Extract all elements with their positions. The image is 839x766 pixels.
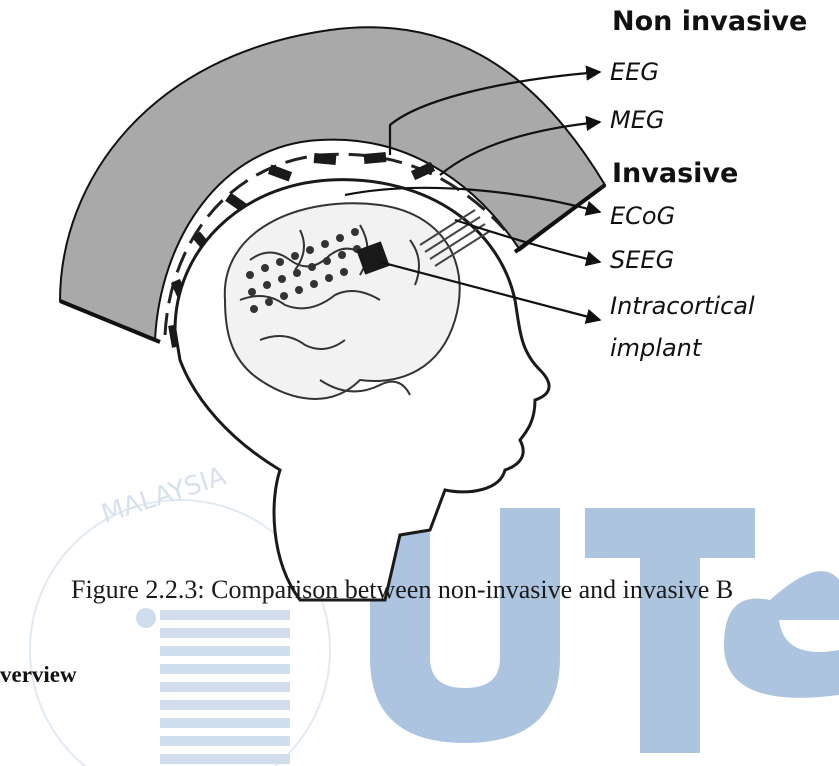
eeg-label: EEG <box>610 58 659 86</box>
intracortical-label-line2: implant <box>610 334 701 362</box>
seal-top-text: MALAYSIA <box>98 461 230 529</box>
non-invasive-heading: Non invasive <box>612 6 807 37</box>
watermark-logo <box>370 508 839 753</box>
ecog-label: ECoG <box>610 202 675 230</box>
intracortical-label-line1: Intracortical <box>610 292 755 320</box>
seeg-label: SEEG <box>610 246 674 274</box>
section-heading: verview <box>0 662 77 688</box>
meg-label: MEG <box>610 106 664 134</box>
figure-caption: Figure 2.2.3: Comparison between non-inv… <box>71 575 733 605</box>
invasive-heading: Invasive <box>612 158 738 189</box>
